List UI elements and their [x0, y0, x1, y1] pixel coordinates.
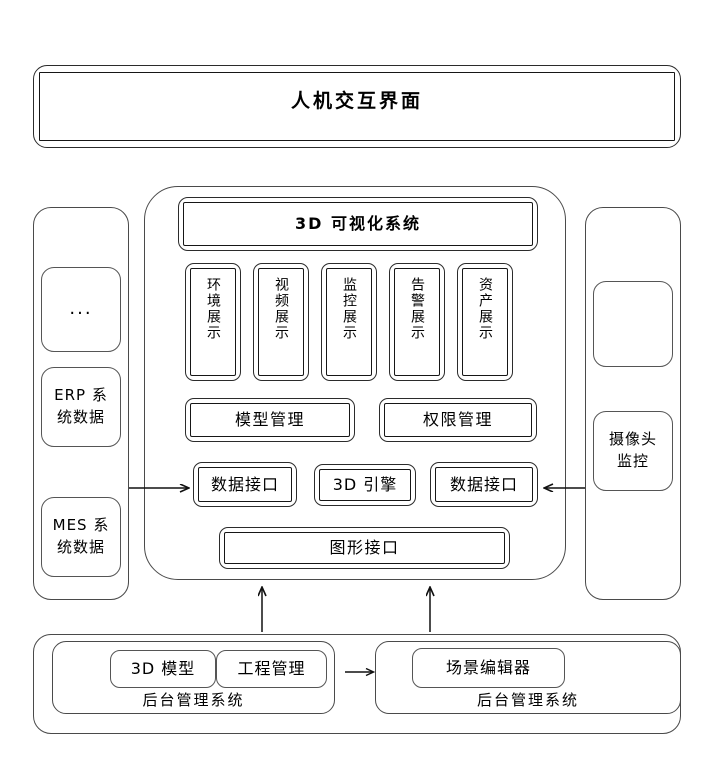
model-management-box[interactable]: 模型管理 [185, 398, 355, 442]
data-interface-right-label: 数据接口 [449, 474, 518, 494]
human-machine-interface-panel: 人机交互界面 [33, 65, 681, 148]
module-video-display-label: 视频展示 [273, 277, 290, 341]
data-interface-right-inner: 数据接口 [435, 467, 533, 502]
backend-system-right-caption: 后台管理系统 [476, 691, 579, 709]
graphics-interface-label: 图形接口 [329, 538, 400, 557]
backend-scene-editor-label: 场景编辑器 [445, 658, 531, 678]
backend-project-management-box[interactable]: 工程管理 [216, 650, 327, 688]
human-machine-interface-label: 人机交互界面 [290, 90, 423, 112]
engine-3d-box[interactable]: 3D 引擎 [314, 464, 416, 506]
module-alarm-display-label: 告警展示 [409, 277, 426, 341]
visualization-platform-container [144, 186, 566, 580]
human-machine-interface-inner: 人机交互界面 [39, 72, 675, 141]
module-alarm-display[interactable]: 告警展示 [389, 263, 445, 381]
backend-3d-model-label: 3D 模型 [130, 659, 196, 679]
module-alarm-display-inner: 告警展示 [394, 268, 440, 376]
permission-management-inner: 权限管理 [384, 403, 532, 437]
permission-management-label: 权限管理 [422, 410, 493, 429]
data-interface-left-box[interactable]: 数据接口 [193, 462, 297, 507]
permission-management-box[interactable]: 权限管理 [379, 398, 537, 442]
module-video-display-inner: 视频展示 [258, 268, 304, 376]
data-source-erp[interactable]: ERP 系 统数据 [41, 367, 121, 447]
data-source-ellipsis-label: ... [69, 298, 93, 320]
data-interface-right-box[interactable]: 数据接口 [430, 462, 538, 507]
camera-source-monitor-label: 摄像头 监控 [608, 430, 657, 470]
data-interface-left-label: 数据接口 [210, 474, 279, 494]
backend-3d-model-box[interactable]: 3D 模型 [110, 650, 216, 688]
module-monitoring-display-label: 监控展示 [341, 277, 358, 341]
graphics-interface-inner: 图形接口 [224, 532, 505, 564]
model-management-inner: 模型管理 [190, 403, 350, 437]
module-asset-display-inner: 资产展示 [462, 268, 508, 376]
model-management-label: 模型管理 [234, 410, 305, 429]
camera-source-blank[interactable] [593, 281, 673, 367]
engine-3d-inner: 3D 引擎 [319, 469, 411, 501]
data-source-erp-label: ERP 系 统数据 [54, 386, 108, 426]
viz-system-panel: 3D 可视化系统 [178, 197, 538, 251]
module-asset-display-label: 资产展示 [477, 277, 494, 341]
graphics-interface-box[interactable]: 图形接口 [219, 527, 510, 569]
backend-scene-editor-box[interactable]: 场景编辑器 [412, 648, 565, 688]
engine-3d-label: 3D 引擎 [332, 475, 398, 494]
module-environment-display-inner: 环境展示 [190, 268, 236, 376]
module-environment-display[interactable]: 环境展示 [185, 263, 241, 381]
backend-system-left-caption: 后台管理系统 [142, 691, 245, 709]
module-asset-display[interactable]: 资产展示 [457, 263, 513, 381]
viz-system-inner: 3D 可视化系统 [183, 202, 533, 246]
module-environment-display-label: 环境展示 [205, 277, 222, 341]
backend-project-management-label: 工程管理 [237, 659, 306, 679]
data-source-ellipsis[interactable]: ... [41, 267, 121, 352]
camera-source-column [585, 207, 681, 600]
camera-source-monitor[interactable]: 摄像头 监控 [593, 411, 673, 491]
viz-system-label: 3D 可视化系统 [295, 214, 421, 233]
data-source-mes[interactable]: MES 系 统数据 [41, 497, 121, 577]
module-monitoring-display[interactable]: 监控展示 [321, 263, 377, 381]
data-interface-left-inner: 数据接口 [198, 467, 292, 502]
module-monitoring-display-inner: 监控展示 [326, 268, 372, 376]
module-video-display[interactable]: 视频展示 [253, 263, 309, 381]
data-source-mes-label: MES 系 统数据 [52, 516, 110, 556]
